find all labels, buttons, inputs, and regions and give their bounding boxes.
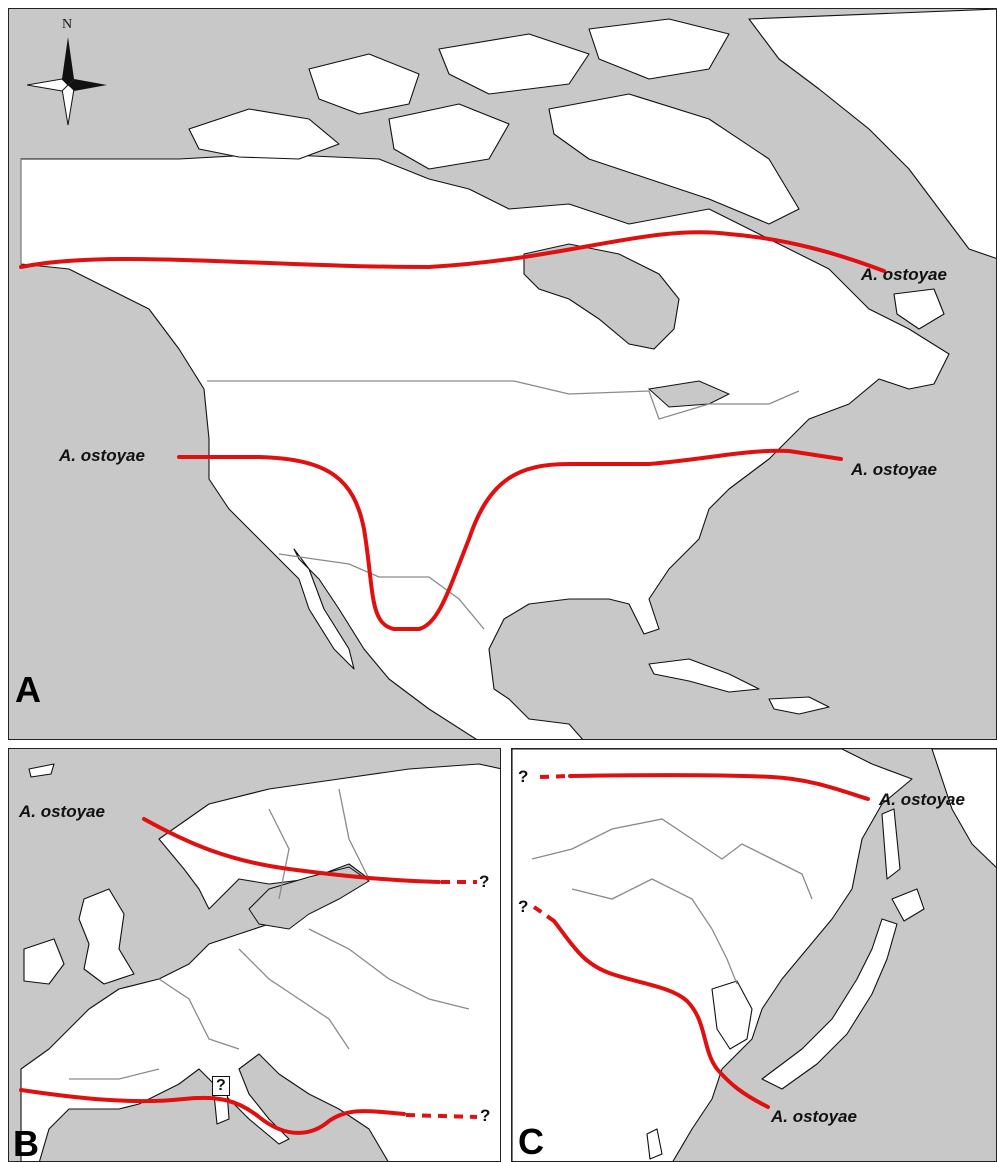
hispaniola bbox=[768, 696, 830, 715]
canada-us-border bbox=[207, 380, 800, 420]
north-america-landmass bbox=[20, 153, 950, 739]
species-label-c-north: A. ostoyae bbox=[879, 790, 965, 809]
arctic-island bbox=[308, 53, 420, 115]
panel-letter-c: C bbox=[518, 1121, 544, 1162]
species-label-a-east: A. ostoyae bbox=[851, 460, 937, 479]
species-label-a-north: A. ostoyae bbox=[861, 265, 947, 284]
range-line-c-north bbox=[568, 773, 870, 801]
taiwan bbox=[646, 1128, 663, 1160]
arctic-island bbox=[188, 108, 340, 160]
country-border bbox=[531, 818, 813, 900]
range-line-north bbox=[19, 230, 886, 273]
newfoundland bbox=[893, 288, 945, 330]
iceland-fragment bbox=[28, 763, 55, 778]
country-border bbox=[308, 928, 470, 1010]
kamchatka bbox=[931, 749, 996, 868]
species-label-b-north: A. ostoyae bbox=[19, 802, 105, 821]
sakhalin bbox=[881, 808, 901, 880]
great-britain bbox=[78, 888, 135, 985]
range-line-c-north-uncertain bbox=[539, 774, 571, 779]
range-line-south bbox=[177, 448, 843, 631]
uncertainty-mark-c-north: ? bbox=[518, 767, 529, 786]
baffin-island bbox=[548, 93, 800, 225]
compass-rose-icon bbox=[27, 17, 107, 127]
north-america-map bbox=[19, 9, 996, 739]
europe-map bbox=[19, 763, 500, 1161]
compass-north-label: N bbox=[62, 17, 73, 32]
country-border bbox=[69, 1068, 160, 1080]
range-line-b-south-uncertain bbox=[405, 1113, 478, 1119]
ireland bbox=[23, 938, 65, 985]
europe-landmass bbox=[20, 763, 500, 1161]
hudson-bay bbox=[523, 243, 680, 350]
arctic-island bbox=[388, 103, 510, 170]
east-asia-map bbox=[512, 749, 996, 1161]
ellesmere-island bbox=[588, 18, 730, 80]
country-border bbox=[571, 878, 713, 930]
japan bbox=[761, 918, 898, 1090]
country-border bbox=[338, 788, 370, 880]
species-label-c-south: A. ostoyae bbox=[771, 1107, 857, 1126]
cuba bbox=[648, 658, 760, 693]
asia-landmass bbox=[512, 749, 913, 1161]
map-panel-north-america: N A. ostoyae A. ostoyae A. ostoyae A bbox=[8, 8, 997, 740]
arctic-island bbox=[438, 33, 590, 95]
map-panel-europe: A. ostoyae ? ? ? B bbox=[8, 748, 501, 1162]
country-border bbox=[268, 808, 290, 900]
greenland bbox=[748, 9, 996, 259]
map-panel-east-asia: ? A. ostoyae ? A. ostoyae C bbox=[511, 748, 997, 1162]
uncertainty-mark-b-south: ? bbox=[480, 1106, 491, 1125]
hokkaido bbox=[891, 888, 925, 922]
great-lakes bbox=[647, 380, 731, 408]
range-line-c-south-uncertain bbox=[532, 905, 556, 923]
uncertainty-mark-c-south: ? bbox=[518, 897, 529, 916]
panel-letter-a: A bbox=[15, 669, 41, 710]
range-line-c-south bbox=[552, 919, 770, 1109]
panel-letter-b: B bbox=[13, 1123, 39, 1162]
country-border bbox=[158, 978, 240, 1050]
country-border bbox=[711, 928, 738, 985]
species-label-a-west: A. ostoyae bbox=[59, 446, 145, 465]
uncertainty-mark-b-north: ? bbox=[479, 872, 490, 891]
korean-peninsula bbox=[711, 980, 753, 1050]
range-line-b-south bbox=[19, 1088, 406, 1135]
us-mexico-border bbox=[278, 553, 485, 630]
range-line-b-north bbox=[142, 817, 441, 884]
uncertainty-box-b: ? bbox=[212, 1076, 230, 1096]
country-border bbox=[238, 948, 350, 1050]
